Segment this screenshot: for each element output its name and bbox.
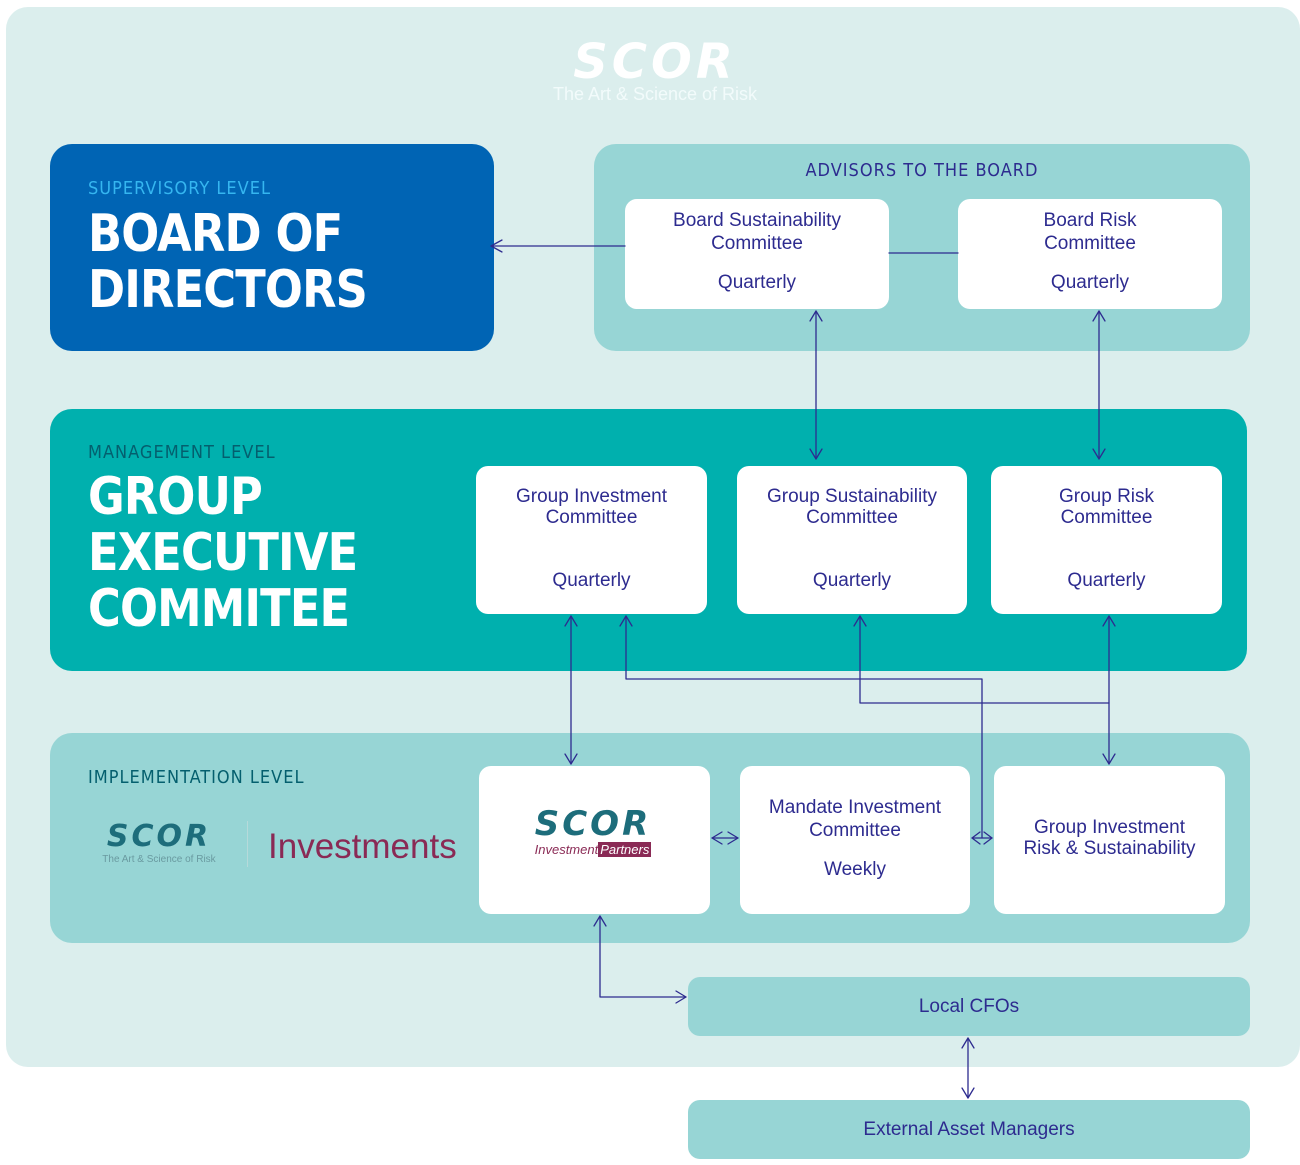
arrowhead: [711, 831, 723, 845]
group-risk-committee: Group Risk Committee Quarterly: [991, 466, 1222, 614]
committee-name: Committee: [1060, 507, 1153, 528]
committee-frequency: Quarterly: [812, 570, 892, 591]
committee-frequency: Weekly: [824, 859, 886, 880]
committee-name: Risk & Sustainability: [1023, 838, 1196, 859]
group-executive-committee-box: MANAGEMENT LEVEL GROUP EXECUTIVE COMMITE…: [50, 409, 1247, 671]
board-of-directors-box: SUPERVISORY LEVEL BOARD OF DIRECTORS: [50, 144, 494, 351]
committee-name: Committee: [809, 820, 901, 841]
impl-logo-wordmark: SCOR: [106, 819, 212, 854]
arrowhead: [809, 448, 823, 460]
committee-name: Group Risk: [1058, 486, 1155, 507]
arrowhead: [961, 1087, 975, 1099]
arrowhead: [983, 831, 993, 845]
arrowhead: [619, 615, 633, 627]
management-title-line2: EXECUTIVE: [88, 523, 358, 583]
connector-investment-mandate: [625, 615, 983, 839]
partners-logo-sub-right: Partners: [598, 842, 652, 857]
arrowhead: [1102, 615, 1116, 627]
committee-name: Group Investment: [1033, 817, 1186, 838]
external-asset-managers-label: External Asset Managers: [863, 1119, 1075, 1140]
implementation-level-label: IMPLEMENTATION LEVEL: [88, 767, 305, 788]
connector-sustainability-risk: [859, 615, 1110, 704]
committee-frequency: Quarterly: [717, 272, 797, 293]
scor-logo-tagline: The Art & Science of Risk: [552, 84, 758, 104]
management-level-label: MANAGEMENT LEVEL: [88, 442, 276, 463]
arrowhead: [961, 1037, 975, 1049]
partners-logo-wordmark: SCOR: [534, 804, 652, 844]
arrowhead: [675, 990, 687, 1004]
committee-name: Committee: [806, 507, 898, 528]
mandate-investment-committee: Mandate Investment Committee Weekly: [740, 766, 970, 914]
committee-name: Committee: [711, 233, 803, 254]
advisors-heading: ADVISORS TO THE BOARD: [805, 160, 1039, 181]
scor-logo-wordmark: SCOR: [573, 34, 737, 90]
arrowhead: [564, 753, 578, 765]
scor-logo: SCOR The Art & Science of Risk: [530, 36, 780, 105]
management-title-line1: GROUP: [88, 467, 263, 527]
management-title-line3: COMMITEE: [88, 579, 350, 639]
committee-name: Mandate Investment: [768, 797, 942, 818]
external-asset-managers-box: External Asset Managers: [688, 1100, 1250, 1159]
committee-name: Committee: [1044, 233, 1136, 254]
committee-frequency: Quarterly: [552, 570, 631, 591]
arrowhead: [971, 831, 981, 845]
board-sustainability-committee: Board Sustainability Committee Quarterly: [625, 199, 889, 309]
arrowhead: [727, 831, 739, 845]
arrowhead: [1092, 310, 1106, 322]
arrowhead: [809, 310, 823, 322]
local-cfos-box: Local CFOs: [688, 977, 1250, 1036]
board-title: BOARD OF DIRECTORS: [88, 206, 412, 318]
group-sustainability-committee: Group Sustainability Committee Quarterly: [737, 466, 967, 614]
board-title-line1: BOARD OF: [88, 204, 343, 264]
arrowhead: [564, 615, 578, 627]
impl-logo-tagline: The Art & Science of Risk: [102, 854, 216, 865]
scor-investments-logo: SCOR The Art & Science of Risk: [86, 819, 232, 866]
committee-name: Committee: [545, 507, 638, 528]
impl-logo-suffix: Investments: [268, 827, 457, 866]
committee-frequency: Quarterly: [1067, 570, 1146, 591]
committee-frequency: Quarterly: [1050, 272, 1130, 293]
committee-name: Group Investment: [515, 486, 668, 507]
connector-partners-cfos: [599, 915, 687, 998]
arrowhead: [490, 239, 503, 253]
group-investment-risk-sustainability: Group Investment Risk & Sustainability: [994, 766, 1225, 914]
committee-name: Board Risk: [1043, 210, 1137, 231]
supervisory-level-label: SUPERVISORY LEVEL: [88, 178, 271, 199]
management-title: GROUP EXECUTIVE COMMITEE: [88, 469, 401, 637]
partners-logo-sub-left: Investment: [534, 842, 599, 857]
arrowhead: [1102, 753, 1116, 765]
committee-name: Group Sustainability: [766, 486, 938, 507]
local-cfos-label: Local CFOs: [918, 996, 1020, 1017]
committee-name: Board Sustainability: [673, 210, 841, 231]
arrowhead: [1092, 448, 1106, 460]
logo-divider: [247, 821, 248, 867]
arrowhead: [853, 615, 867, 627]
group-investment-committee: Group Investment Committee Quarterly: [476, 466, 707, 614]
board-title-line2: DIRECTORS: [88, 260, 368, 320]
arrowhead: [593, 915, 607, 927]
board-risk-committee: Board Risk Committee Quarterly: [958, 199, 1222, 309]
